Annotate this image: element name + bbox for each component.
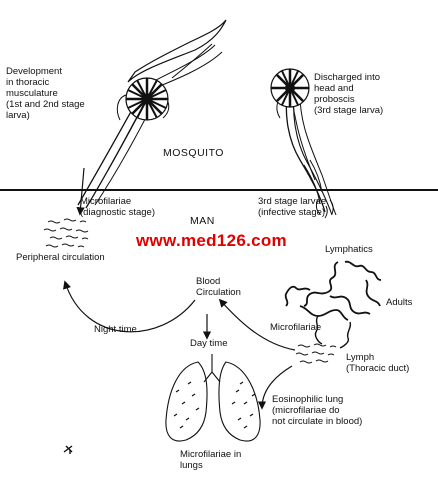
label-microfilariae-in-lungs: Microfilariae in lungs bbox=[180, 449, 242, 471]
mosquito-thorax-left-illustration bbox=[77, 19, 227, 209]
label-adults: Adults bbox=[386, 297, 413, 308]
corner-mark bbox=[63, 445, 73, 454]
label-discharged: Discharged into head and proboscis (3rd … bbox=[314, 72, 384, 116]
label-development: Development in thoracic musculature (1st… bbox=[6, 66, 85, 121]
cycle-arrows bbox=[63, 167, 296, 410]
label-lymphatics: Lymphatics bbox=[325, 244, 373, 255]
arrow-lymph-to-eosinophilic-lung bbox=[257, 365, 293, 410]
label-microfilariae: Microfilariae bbox=[270, 322, 322, 333]
lymph-microfilariae-cluster bbox=[295, 343, 337, 364]
label-blood-circulation: Blood Circulation bbox=[196, 276, 241, 298]
lymphatics-adults-illustration bbox=[284, 260, 382, 349]
label-night-time: Night time bbox=[94, 324, 137, 335]
label-lymph: Lymph (Thoracic duct) bbox=[346, 352, 410, 374]
label-man: MAN bbox=[190, 215, 215, 227]
label-third-stage-larvae: 3rd stage larvae (infective stage) bbox=[258, 196, 327, 218]
watermark-text: www.med126.com bbox=[136, 231, 287, 250]
label-peripheral-circulation: Peripheral circulation bbox=[16, 252, 105, 263]
label-mosquito: MOSQUITO bbox=[163, 147, 224, 159]
label-eosinophilic-lung: Eosinophilic lung (microfilariae do not … bbox=[272, 394, 363, 427]
arrow-down-to-man-left bbox=[76, 167, 85, 216]
arrow-to-peripheral-circulation bbox=[63, 280, 196, 333]
label-day-time: Day time bbox=[190, 338, 228, 349]
arrow-lymph-to-blood-circulation bbox=[218, 298, 296, 351]
peripheral-microfilariae-cluster bbox=[43, 218, 89, 248]
label-microfilariae-diagnostic: Microfilariae (diagnostic stage) bbox=[80, 196, 155, 218]
lungs-illustration bbox=[165, 354, 261, 442]
mosquito-head-right-illustration bbox=[270, 68, 337, 219]
